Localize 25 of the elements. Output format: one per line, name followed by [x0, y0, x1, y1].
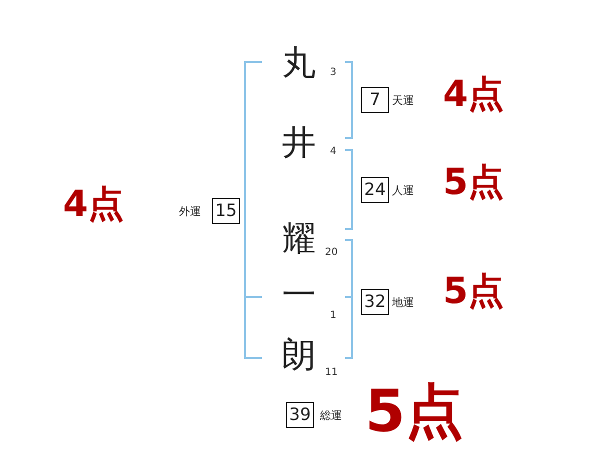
name-character: 一	[282, 278, 316, 312]
score-text: 5点	[443, 165, 504, 201]
fortune-label: 地運	[392, 297, 414, 308]
stroke-count: 3	[330, 68, 336, 78]
number-box: 32	[361, 289, 389, 315]
number-box: 15	[212, 198, 240, 224]
name-character: 朗	[282, 338, 316, 372]
name-character: 丸	[282, 46, 316, 80]
number-box: 39	[286, 402, 314, 428]
stroke-count: 20	[325, 248, 338, 258]
score-text: 5点	[365, 382, 464, 440]
fortune-label: 外運	[179, 206, 201, 217]
score-text: 4点	[443, 77, 504, 113]
score-text: 5点	[443, 274, 504, 310]
number-box: 7	[361, 87, 389, 113]
fortune-label: 総運	[320, 410, 342, 421]
name-character: 耀	[282, 222, 316, 256]
stroke-count: 1	[330, 311, 336, 321]
name-character: 井	[282, 126, 316, 160]
stroke-count: 11	[325, 368, 338, 378]
score-text: 4点	[63, 187, 124, 223]
stroke-count: 4	[330, 147, 336, 157]
fortune-label: 人運	[392, 185, 414, 196]
fortune-label: 天運	[392, 95, 414, 106]
number-box: 24	[361, 177, 389, 203]
